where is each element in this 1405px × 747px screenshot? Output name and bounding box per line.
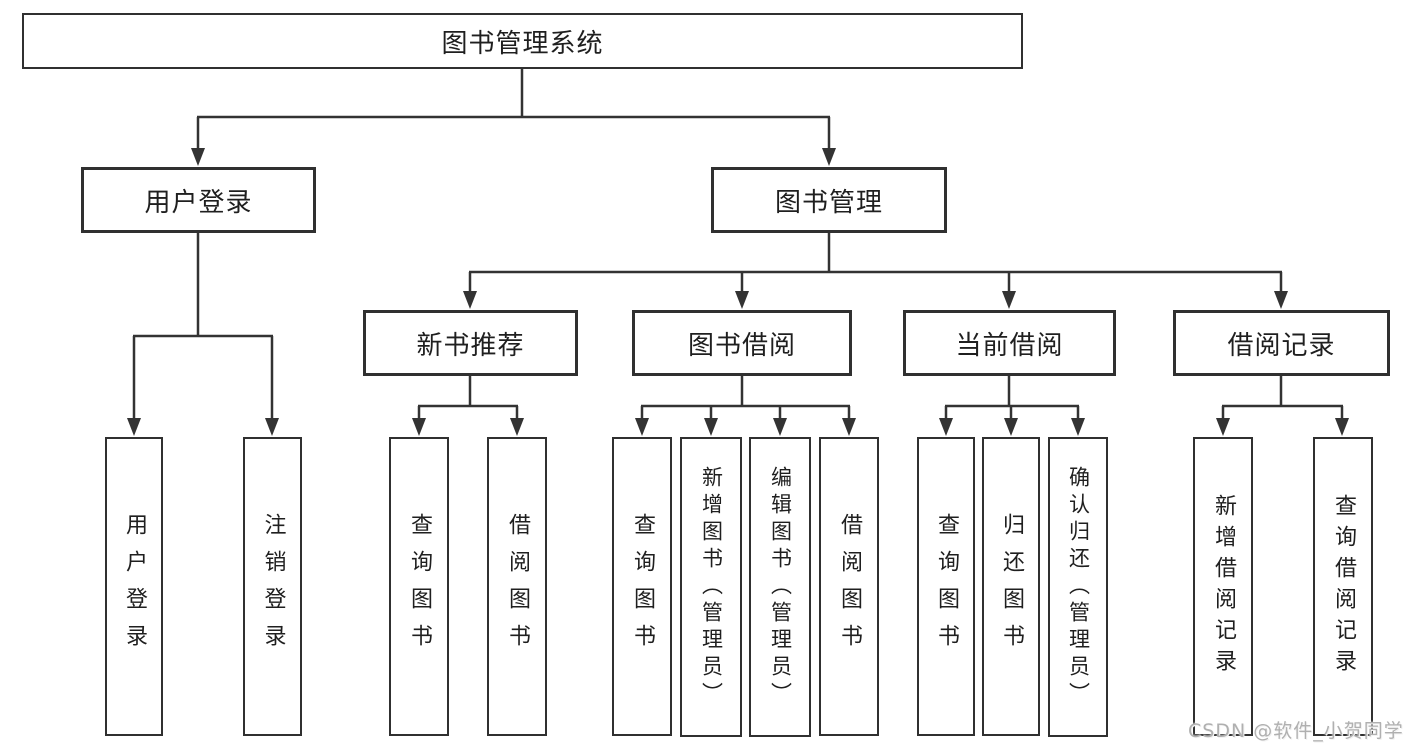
leaf-confirm-return-admin: 确认归还（管理员）	[1048, 437, 1108, 737]
leaf-borrow-books: 借阅图书	[819, 437, 879, 736]
leaf-edit-books-admin: 编辑图书（管理员）	[749, 437, 811, 737]
leaf-query-borrow-record: 查询借阅记录	[1313, 437, 1373, 736]
csdn-watermark: CSDN @软件_小贺同学	[1188, 720, 1404, 742]
node-book-borrow: 图书借阅	[632, 310, 852, 376]
leaf-query-books-current: 查询图书	[917, 437, 975, 736]
leaf-return-books: 归还图书	[982, 437, 1040, 736]
leaf-add-books-admin: 新增图书（管理员）	[680, 437, 742, 737]
leaf-user-login: 用户登录	[105, 437, 163, 736]
node-user-login: 用户登录	[81, 167, 316, 233]
node-new-book-recommend: 新书推荐	[363, 310, 578, 376]
node-library-management-system: 图书管理系统	[22, 13, 1023, 69]
leaf-query-books-borrow: 查询图书	[612, 437, 672, 736]
node-book-management: 图书管理	[711, 167, 947, 233]
leaf-logout: 注销登录	[243, 437, 302, 736]
leaf-add-borrow-record: 新增借阅记录	[1193, 437, 1253, 736]
node-borrow-records: 借阅记录	[1173, 310, 1390, 376]
leaf-borrow-books-recommend: 借阅图书	[487, 437, 547, 736]
leaf-query-books-recommend: 查询图书	[389, 437, 449, 736]
node-current-borrow: 当前借阅	[903, 310, 1116, 376]
